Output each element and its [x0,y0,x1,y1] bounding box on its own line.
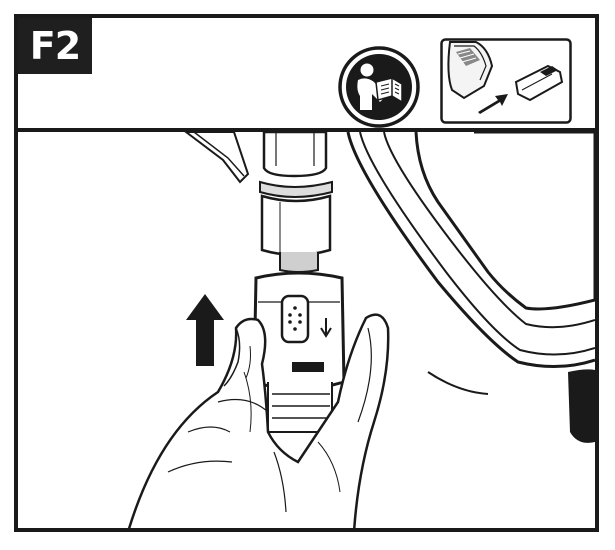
read-manual-icon [338,46,420,128]
main-illustration [127,132,595,528]
insert-cartridge-thumbnail [440,38,572,124]
up-arrow-icon [186,294,224,366]
instruction-panel: F2 [14,14,599,532]
step-label: F2 [18,18,92,74]
panel-header: F2 [18,18,595,132]
